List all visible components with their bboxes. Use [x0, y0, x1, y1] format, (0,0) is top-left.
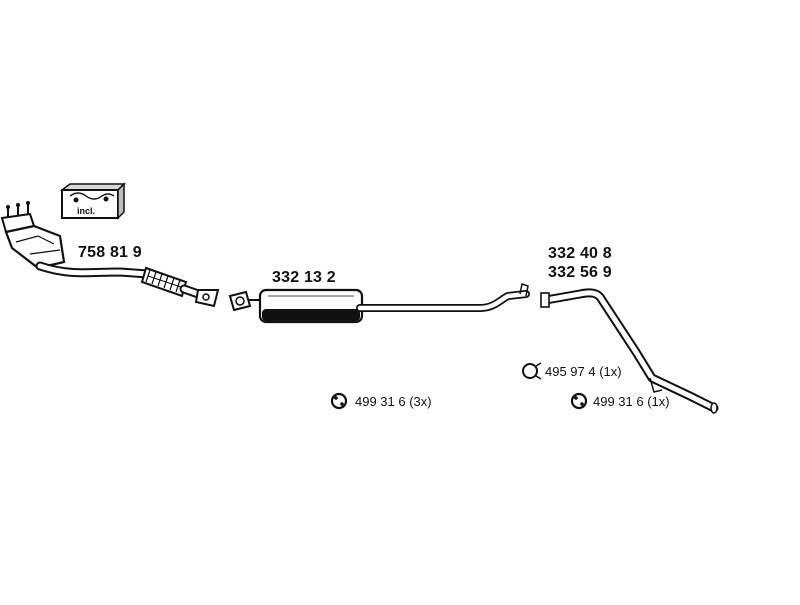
part-number-rear-pipe-a: 332 40 8 — [548, 245, 612, 262]
accessory-rubber-mount-rear-label: 499 31 6 (1x) — [593, 394, 670, 409]
clamp-icon — [522, 362, 542, 380]
accessory-clamp-label: 495 97 4 (1x) — [545, 364, 622, 379]
accessory-rubber-mount-middle-label: 499 31 6 (3x) — [355, 394, 432, 409]
part-number-rear-pipe-b: 332 56 9 — [548, 264, 612, 281]
part-number-middle-silencer: 332 13 2 — [272, 269, 336, 286]
rubber-mount-icon-middle — [330, 392, 348, 410]
rubber-mount-icon-rear — [570, 392, 588, 410]
rear-pipe-drawing — [540, 288, 719, 414]
part-number-front-pipe: 758 81 9 — [78, 244, 142, 261]
middle-silencer-drawing — [228, 283, 530, 324]
front-pipe-drawing — [0, 201, 220, 308]
kit-box-label: incl. — [77, 206, 95, 216]
mounting-kit-box-icon: incl. — [59, 182, 126, 220]
